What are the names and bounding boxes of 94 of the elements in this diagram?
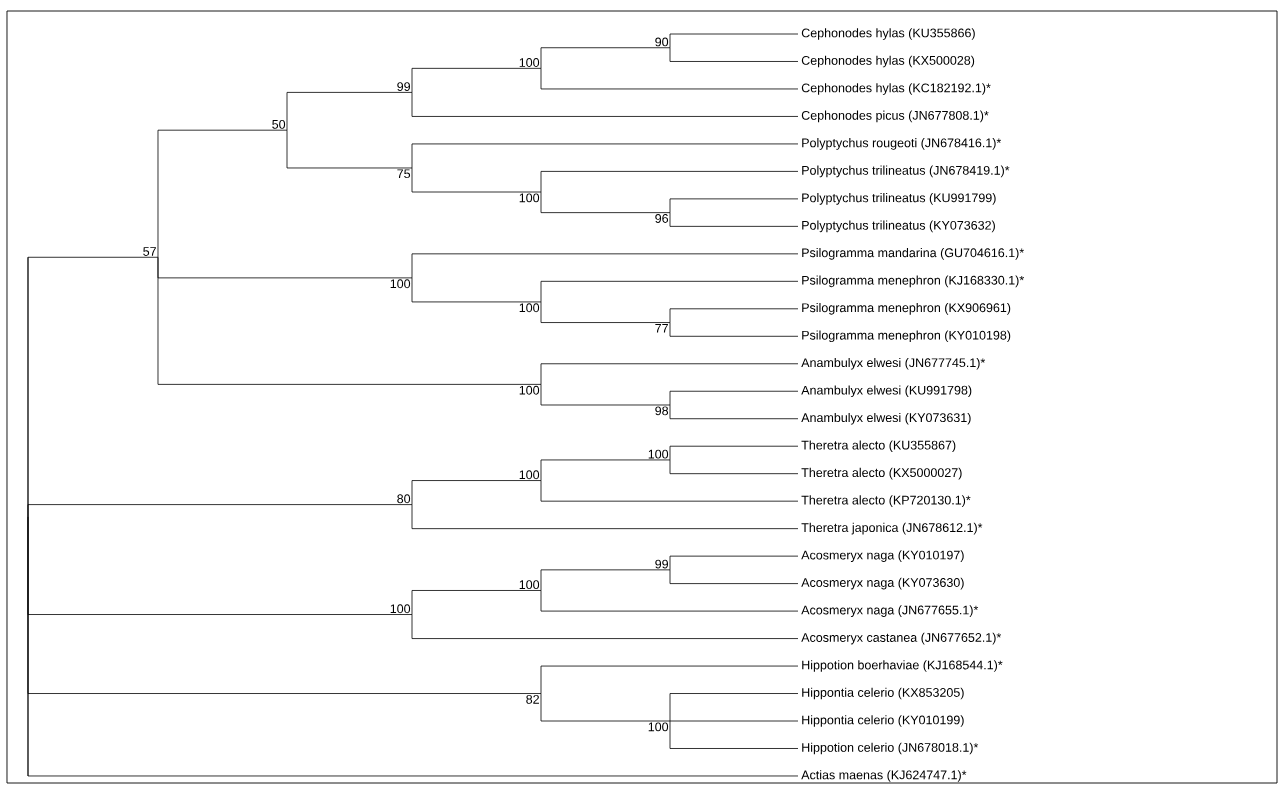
taxon-label: Theretra alecto (KP720130.1)*	[801, 495, 971, 507]
bootstrap-value: 100	[648, 449, 669, 459]
bootstrap-value: 96	[655, 214, 669, 223]
bootstrap-value: 90	[655, 37, 669, 47]
branch-line	[669, 212, 799, 227]
branch-line	[540, 459, 671, 481]
branch-line	[27, 516, 799, 777]
bootstrap-value: 75	[397, 169, 411, 179]
branch-line	[540, 693, 671, 722]
taxon-label: Anambulyx elwesi (KU991798)	[801, 385, 972, 398]
taxon-label: Hippotion celerio (JN678018.1)*	[802, 742, 979, 755]
branch-line	[669, 33, 799, 49]
branch-line	[540, 191, 671, 214]
branch-line	[669, 47, 799, 62]
bootstrap-value: 99	[655, 559, 668, 569]
branch-line	[540, 569, 671, 591]
branch-line	[157, 129, 288, 258]
branch-line	[669, 459, 799, 475]
branch-line	[411, 67, 542, 93]
bootstrap-value: 77	[655, 323, 668, 333]
branch-line	[669, 693, 799, 722]
branch-line	[669, 322, 799, 337]
branch-line	[540, 590, 799, 612]
branch-line	[669, 308, 799, 323]
bootstrap-value: 100	[519, 193, 540, 203]
branch-line	[669, 445, 799, 461]
taxon-label: Theretra alecto (KU355867)	[801, 440, 956, 453]
branch-line	[411, 614, 799, 639]
branch-line	[669, 555, 799, 571]
taxon-label: Psilogramma mandarina (GU704616.1)*	[802, 248, 1024, 260]
branch-line	[540, 280, 799, 303]
taxon-label: Theretra japonica (JN678612.1)*	[801, 522, 983, 535]
branch-line	[669, 720, 799, 749]
taxon-label: Hippotion boerhaviae (KJ168544.1)*	[802, 660, 1003, 672]
taxon-label: Cephonodes hylas (KX500028)	[801, 55, 975, 68]
taxon-label: Acosmeryx naga (JN677655.1)*	[801, 605, 979, 617]
taxon-label: Polyptychus trilineatus (KU991799)	[802, 193, 996, 205]
taxon-label: Cephonodes picus (JN677808.1)*	[801, 110, 989, 123]
taxon-label: Polyptychus trilineatus (KY073632)	[802, 220, 995, 233]
bootstrap-value: 100	[390, 279, 411, 289]
bootstrap-value: 100	[519, 470, 540, 480]
branch-line	[540, 67, 799, 90]
bootstrap-value: 50	[272, 119, 286, 129]
bootstrap-value: 100	[519, 58, 540, 67]
taxon-label: Anambulyx elwesi (KY073631)	[801, 412, 971, 425]
taxon-label: Polyptychus rougeoti (JN678416.1)*	[802, 138, 1002, 150]
branch-line	[411, 143, 799, 169]
branch-line	[540, 47, 671, 69]
branch-line	[286, 129, 413, 169]
branch-line	[411, 92, 799, 117]
branch-line	[669, 198, 799, 214]
branch-line	[540, 384, 671, 406]
taxon-label: Actias maenas (KJ624747.1)*	[801, 770, 967, 782]
bootstrap-value: 100	[519, 580, 540, 590]
taxon-label: Cephonodes hylas (KC182192.1)*	[801, 83, 991, 95]
branch-line	[669, 404, 799, 420]
branch-line	[411, 590, 542, 615]
taxon-label: Hippontia celerio (KY010199)	[802, 715, 964, 727]
bootstrap-value: 80	[397, 494, 411, 504]
taxon-label: Psilogramma menephron (KX906961)	[802, 302, 1011, 315]
branch-line	[540, 171, 799, 193]
taxon-label: Polyptychus trilineatus (JN678419.1)*	[802, 165, 1010, 178]
taxon-label: Acosmeryx naga (KY010197)	[801, 550, 964, 562]
branch-line	[411, 480, 542, 505]
branch-line	[540, 363, 799, 385]
taxon-label: Anambulyx elwesi (JN677745.1)*	[801, 357, 986, 370]
branch-line	[411, 167, 542, 193]
branch-line	[27, 504, 413, 518]
bootstrap-value: 57	[143, 247, 156, 256]
bootstrap-value: 99	[397, 82, 410, 91]
branch-line	[540, 665, 799, 694]
branch-line	[669, 720, 799, 722]
taxon-label: Hippontia celerio (KX853205)	[802, 687, 964, 700]
bootstrap-value: 82	[526, 694, 539, 704]
branch-line	[411, 253, 799, 279]
branch-line	[411, 504, 799, 530]
taxon-label: Acosmeryx naga (KY073630)	[801, 577, 964, 590]
branch-line	[157, 256, 542, 385]
branch-line	[669, 569, 799, 584]
taxon-label: Psilogramma menephron (KY010198)	[802, 330, 1011, 343]
bootstrap-value: 100	[648, 722, 669, 732]
branch-line	[540, 301, 671, 323]
taxon-label: Theretra alecto (KX5000027)	[801, 467, 962, 480]
branch-line	[540, 480, 799, 502]
branch-line	[411, 277, 542, 303]
bootstrap-value: 100	[519, 303, 540, 313]
taxon-label: Acosmeryx castanea (JN677652.1)*	[801, 632, 1002, 645]
bootstrap-value: 100	[390, 604, 411, 614]
branch-line	[669, 390, 799, 406]
taxon-label: Cephonodes hylas (KU355866)	[801, 28, 975, 40]
branch-line	[286, 92, 413, 131]
bootstrap-value: 98	[655, 406, 669, 416]
taxon-label: Psilogramma menephron (KJ168330.1)*	[802, 275, 1024, 288]
bootstrap-value: 100	[519, 385, 540, 395]
